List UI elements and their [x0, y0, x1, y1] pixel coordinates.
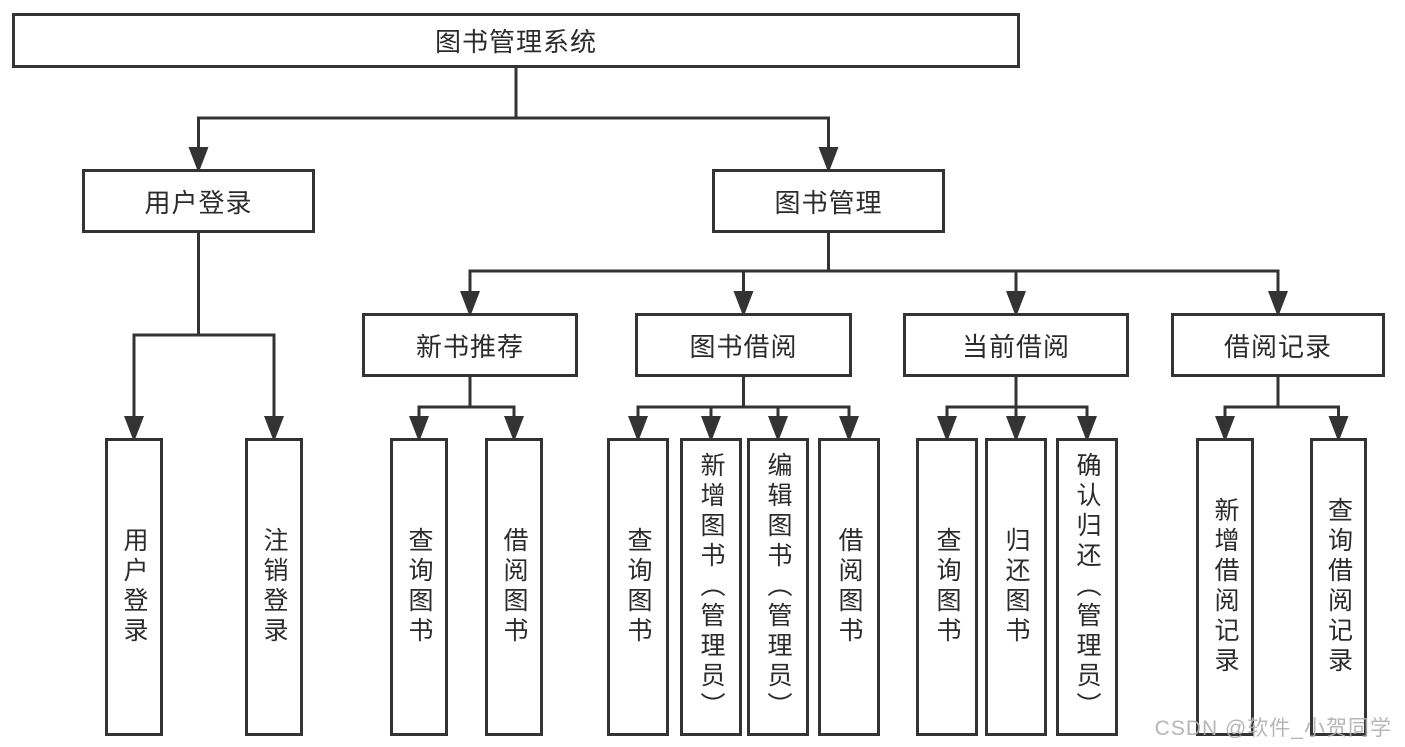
watermark: CSDN @软件_小贺同学: [1154, 717, 1392, 740]
arrowhead-icon: [460, 291, 480, 317]
arrowhead-icon: [188, 147, 209, 173]
node-leaf-cb-query: 查询图书: [916, 438, 978, 736]
node-leaf-user-login: 用户登录: [105, 438, 163, 736]
arrowhead-icon: [818, 147, 839, 173]
node-book-borrowing: 图书借阅: [635, 313, 852, 377]
node-leaf-cb-confirm: 确认归还（管理员）: [1056, 438, 1118, 736]
arrowhead-icon: [1006, 416, 1026, 442]
node-leaf-bb-edit: 编辑图书（管理员）: [747, 438, 809, 736]
node-leaf-bb-query: 查询图书: [607, 438, 669, 736]
arrowhead-icon: [1328, 416, 1349, 442]
node-root: 图书管理系统: [12, 13, 1020, 68]
node-leaf-cb-return: 归还图书: [985, 438, 1047, 736]
node-user-login: 用户登录: [82, 169, 315, 233]
arrowhead-icon: [1215, 416, 1235, 442]
arrowhead-icon: [1077, 416, 1097, 442]
node-current-borrowing: 当前借阅: [903, 313, 1129, 377]
node-leaf-bb-add: 新增图书（管理员）: [680, 438, 742, 736]
node-leaf-logout: 注销登录: [245, 438, 303, 736]
node-leaf-bb-borrow: 借阅图书: [818, 438, 880, 736]
node-new-book-recommend: 新书推荐: [362, 313, 578, 377]
node-leaf-nbr-borrow: 借阅图书: [485, 438, 543, 736]
node-borrowing-records: 借阅记录: [1171, 313, 1385, 377]
arrowhead-icon: [264, 416, 284, 442]
arrowhead-icon: [1268, 291, 1288, 317]
node-book-management: 图书管理: [712, 169, 945, 233]
arrowhead-icon: [628, 416, 648, 442]
arrowhead-icon: [937, 416, 957, 442]
arrowhead-icon: [733, 291, 754, 317]
arrowhead-icon: [504, 416, 524, 442]
arrowhead-icon: [768, 416, 788, 442]
node-leaf-br-add: 新增借阅记录: [1196, 438, 1254, 736]
arrowhead-icon: [409, 416, 429, 442]
arrowhead-icon: [124, 416, 144, 442]
arrowhead-icon: [1006, 291, 1026, 317]
arrowhead-icon: [701, 416, 721, 442]
node-leaf-nbr-query: 查询图书: [390, 438, 448, 736]
node-leaf-br-query: 查询借阅记录: [1310, 438, 1367, 736]
connector-lines: [132, 64, 1340, 418]
arrowhead-icon: [839, 416, 859, 442]
